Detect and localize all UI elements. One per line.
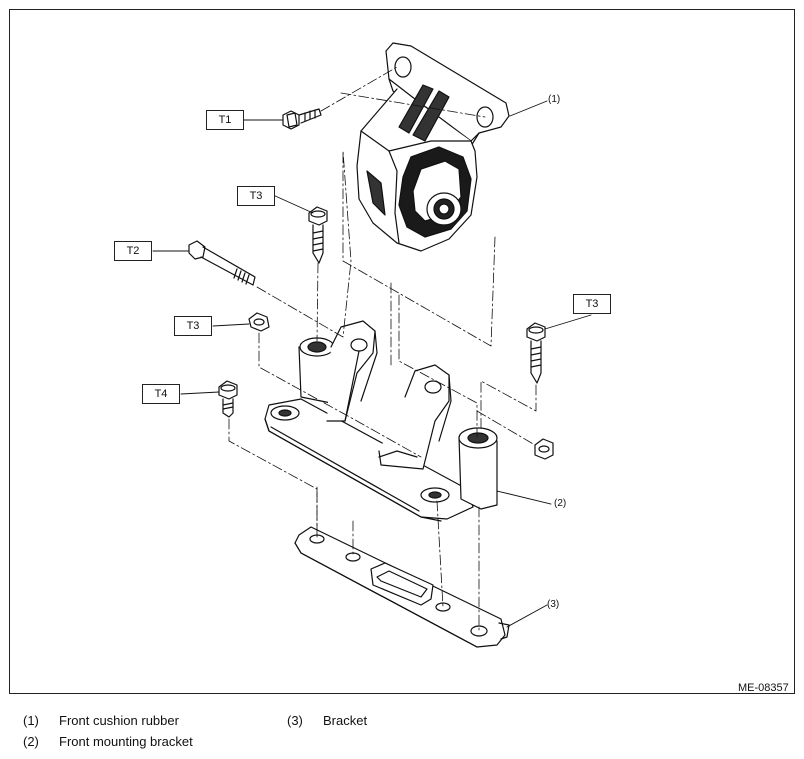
torque-tag-t1: T1 (206, 110, 244, 130)
torque-tag-t3-nut: T3 (174, 316, 212, 336)
legend-label: Bracket (323, 713, 368, 728)
torque-tag-t2: T2 (114, 241, 152, 261)
t4-bolt (218, 380, 238, 418)
t3-nut-right (534, 438, 554, 460)
legend-label: Front cushion rubber (59, 713, 179, 728)
leader-lines (152, 100, 592, 628)
legend-number: (3) (287, 713, 303, 728)
legend-number: (1) (23, 713, 39, 728)
torque-tag-t3-right: T3 (573, 294, 611, 314)
callout-1: (1) (548, 94, 561, 105)
torque-tag-t4: T4 (142, 384, 180, 404)
callout-2: (2) (554, 498, 567, 509)
t3-nut-left (248, 312, 270, 332)
bracket-plate (294, 526, 510, 648)
callout-3: (3) (547, 599, 560, 610)
t1-bolt (282, 108, 322, 130)
figure-id: ME-08357 (738, 682, 789, 694)
torque-tag-t3-upper: T3 (237, 186, 275, 206)
front-cushion-rubber (356, 42, 510, 252)
assembly-lines (228, 66, 537, 632)
legend-label: Front mounting bracket (59, 734, 193, 749)
exploded-view-drawing (152, 42, 592, 648)
t3-upper-bolt (308, 206, 328, 264)
front-mounting-bracket (264, 320, 498, 522)
t3-right-bolt (526, 322, 546, 384)
legend-number: (2) (23, 734, 39, 749)
t2-long-bolt (188, 240, 256, 286)
diagram-frame: T1 T3 T2 T3 T4 T3 (1) (2) (3) ME-08357 (9, 9, 795, 694)
legend: (1) Front cushion rubber (2) Front mount… (0, 705, 804, 759)
